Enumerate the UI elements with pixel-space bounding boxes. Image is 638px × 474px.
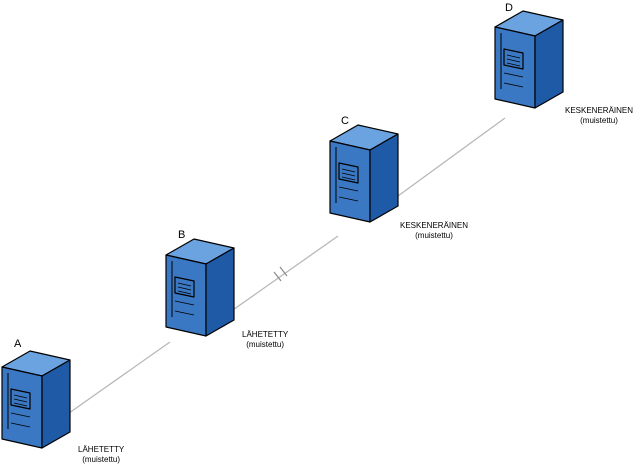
link-c-d [397,117,506,197]
status-text-a: LÄHETETTY [78,445,125,454]
node-label-a: A [14,338,22,350]
status-text-c: KESKENERÄINEN [400,221,469,230]
status-note-d: (muistettu) [580,116,618,125]
node-label-d: D [505,2,513,14]
node-label-b: B [178,229,186,241]
server-icon-b [165,238,235,337]
status-note-b: (muistettu) [246,340,285,349]
status-caption-a: LÄHETETTY (muistettu) [78,446,124,464]
drive-bay [338,162,359,184]
server-side [534,19,564,109]
status-note-a: (muistettu) [82,455,121,464]
status-caption-d: KESKENERÄINEN (muistettu) [565,107,633,125]
link-break-symbol [273,265,288,282]
status-text-b: LÄHETETTY [242,330,289,339]
servers [1,10,564,449]
server-side [369,133,399,223]
connection-lines [61,117,506,419]
drive-bay [10,388,31,410]
link-a-b [61,341,171,419]
drive-bay [174,276,195,298]
node-label-c: C [341,115,349,127]
status-text-d: KESKENERÄINEN [565,106,634,115]
server-side [205,247,235,337]
drive-bay [503,48,524,70]
status-caption-b: LÄHETETTY (muistettu) [242,331,288,349]
server-icon-d [494,10,564,109]
status-note-c: (muistettu) [415,231,453,240]
server-icon-c [329,124,399,223]
link-b-c [229,235,339,313]
server-side [41,359,71,449]
server-icon-a [1,350,71,449]
status-caption-c: KESKENERÄINEN (muistettu) [400,222,468,240]
